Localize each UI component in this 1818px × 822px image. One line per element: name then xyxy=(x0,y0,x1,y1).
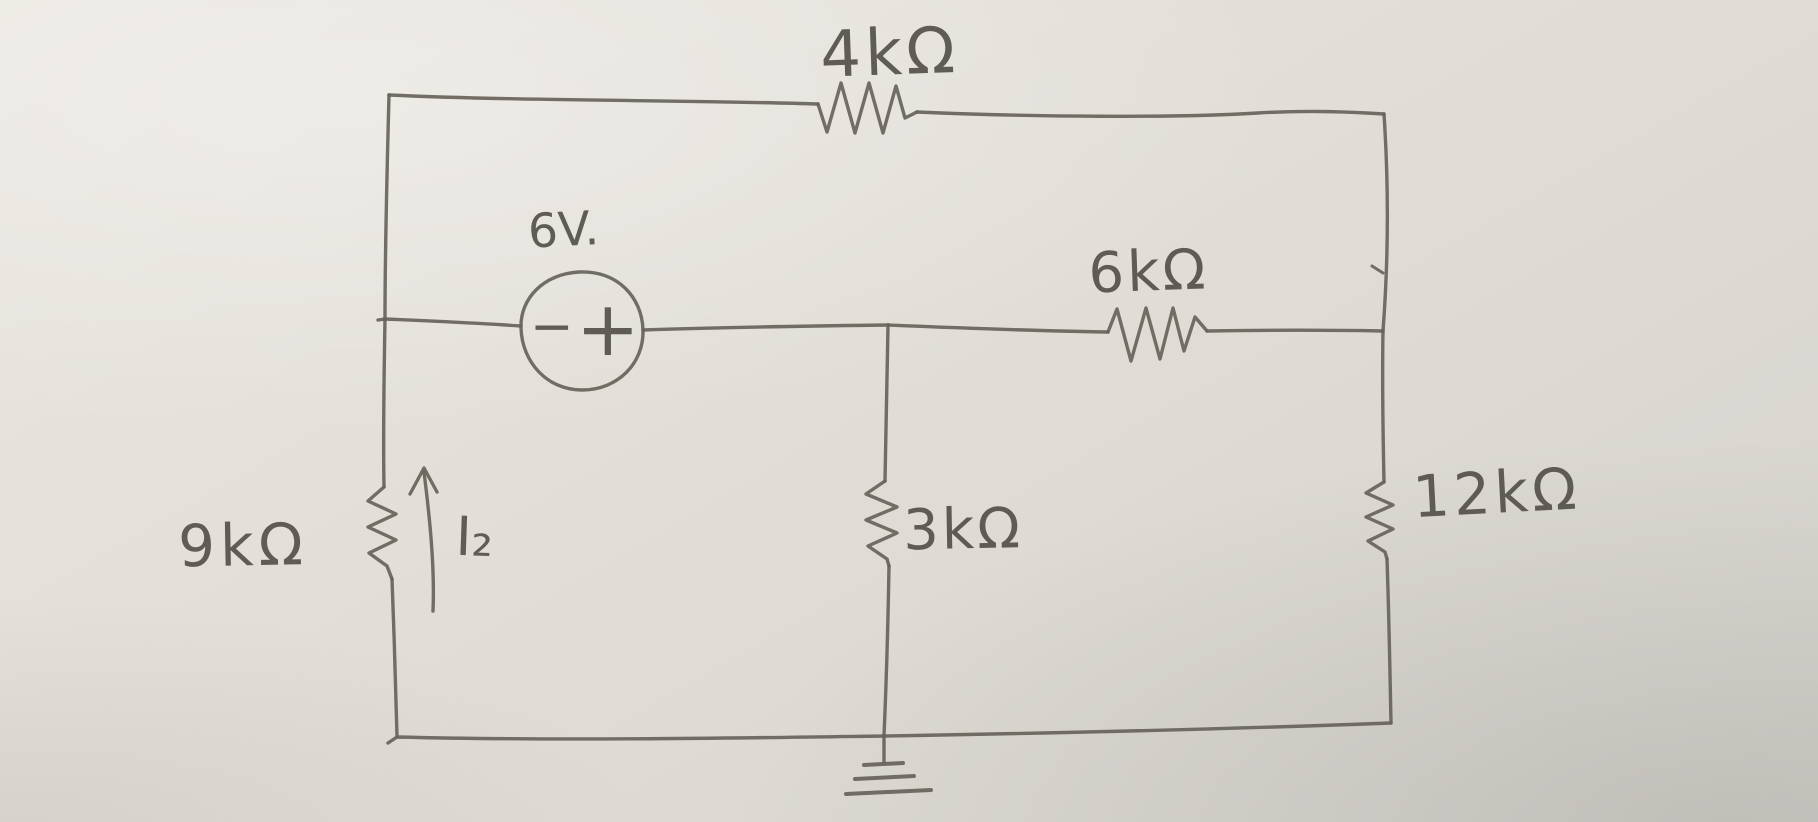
resistor-zigzag-icon xyxy=(816,81,919,135)
source-plus-sign: + xyxy=(576,284,640,373)
middle-wire-right-b xyxy=(1205,328,1385,333)
ground-bar-2 xyxy=(853,774,916,781)
stray-pen-mark xyxy=(1370,264,1385,275)
top-wire-right xyxy=(915,109,1386,118)
center-resistor-symbol xyxy=(864,479,899,568)
ground-symbol-icon xyxy=(844,734,933,796)
resistor-zigzag-icon xyxy=(1106,306,1209,363)
middle-wire-center xyxy=(641,323,890,332)
right-resistor-label: 12kΩ xyxy=(1411,454,1582,531)
right-wire-upper xyxy=(1381,112,1389,333)
wires xyxy=(376,93,1393,745)
left-wire-upper xyxy=(383,93,391,321)
middle-resistor-symbol xyxy=(1106,306,1209,363)
top-resistor-symbol xyxy=(816,81,919,135)
left-resistor-symbol xyxy=(366,485,398,581)
bottom-wire xyxy=(386,721,1393,745)
top-resistor-label: 4kΩ xyxy=(819,14,960,93)
branch-current-label: I₂ xyxy=(455,505,495,569)
ground-bar-3 xyxy=(844,788,933,796)
center-branch-upper xyxy=(883,323,890,483)
right-wire-lower xyxy=(1385,557,1393,725)
middle-wire-right-a xyxy=(886,323,1110,334)
right-resistor-symbol xyxy=(1364,480,1395,561)
middle-resistor-label: 6kΩ xyxy=(1087,237,1209,306)
resistor-zigzag-icon xyxy=(1364,480,1395,561)
voltage-source-symbol: − + xyxy=(519,270,645,392)
arrow-shaft xyxy=(422,470,436,613)
source-minus-sign: − xyxy=(530,297,574,357)
resistor-zigzag-icon xyxy=(366,485,398,581)
voltage-source-label: 6V. xyxy=(527,201,601,260)
center-resistor-label: 3kΩ xyxy=(903,496,1024,563)
current-arrow-icon xyxy=(408,466,439,613)
arrow-head xyxy=(408,466,439,496)
left-resistor-label: 9kΩ xyxy=(178,510,309,580)
top-wire-left xyxy=(387,93,820,106)
ground-bar-1 xyxy=(862,761,905,767)
right-wire-mid xyxy=(1380,329,1386,484)
voltage-source-circle-icon xyxy=(519,270,645,392)
left-wire-lower xyxy=(390,577,399,738)
middle-wire-left xyxy=(376,317,523,328)
center-branch-lower xyxy=(882,564,891,738)
resistor-zigzag-icon xyxy=(864,479,899,568)
left-wire-mid xyxy=(381,317,387,489)
